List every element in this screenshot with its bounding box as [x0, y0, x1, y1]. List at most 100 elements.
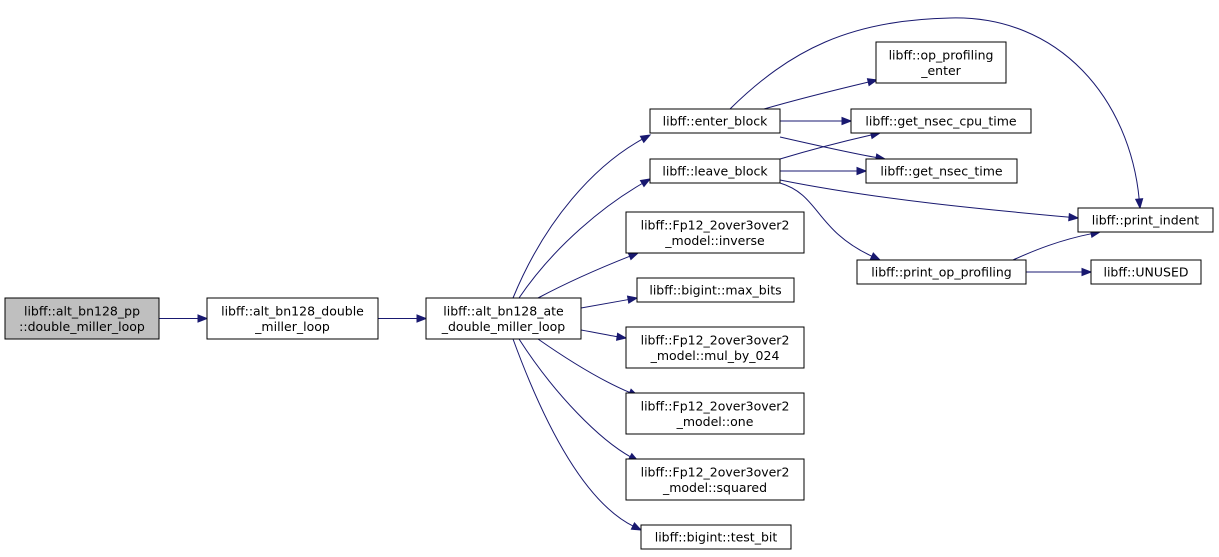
node-maxbits-box: [636, 277, 795, 303]
node-testbit-label-0: libff::bigint::test_bit: [655, 530, 778, 545]
edge-printop-to-indent: [1012, 229, 1102, 261]
node-squared-label-1: _model::squared: [662, 480, 767, 495]
node-leave-box: [649, 158, 781, 184]
node-nsec[interactable]: libff::get_nsec_time: [865, 158, 1018, 184]
edge-enter-to-nsec-line: [779, 136, 878, 159]
node-mul024-label-1: _model::mul_by_024: [650, 348, 780, 363]
edge-ate-to-inverse: [537, 252, 640, 299]
node-squared-box: [625, 458, 805, 501]
node-dml[interactable]: libff::alt_bn128_double_miller_loop: [206, 297, 379, 340]
edge-enter-to-opprof: [763, 78, 879, 110]
node-root[interactable]: libff::alt_bn128_pp::double_miller_loop: [4, 297, 160, 340]
node-printop-label-0: libff::print_op_profiling: [871, 265, 1012, 280]
node-inverse-label-0: libff::Fp12_2over3over2: [641, 217, 790, 232]
node-opprof[interactable]: libff::op_profiling_enter: [875, 41, 1007, 84]
edge-dml-to-ate-arrowhead: [416, 314, 428, 323]
node-root-label-0: libff::alt_bn128_pp: [24, 303, 140, 318]
node-inverse-box: [625, 211, 805, 254]
edge-enter-to-opprof-line: [763, 81, 870, 110]
node-unused-box: [1090, 259, 1202, 285]
edge-ate-to-inverse-arrowhead: [627, 252, 640, 261]
node-leave[interactable]: libff::leave_block: [649, 158, 781, 184]
edge-ate-to-maxbits: [580, 295, 639, 309]
node-mul024-box: [625, 326, 805, 369]
edge-leave-to-printop-line: [779, 182, 873, 258]
edge-printop-to-unused: [1026, 267, 1093, 277]
edge-dml-to-ate: [378, 314, 428, 323]
edge-enter-to-indent-arrowhead: [1134, 198, 1144, 210]
node-maxbits[interactable]: libff::bigint::max_bits: [636, 277, 795, 303]
edge-ate-to-squared-line: [518, 338, 632, 458]
edge-ate-to-testbit-arrowhead: [630, 522, 643, 531]
node-ate-label-1: _double_miller_loop: [441, 319, 566, 334]
edge-printop-to-indent-line: [1012, 233, 1093, 261]
node-inverse[interactable]: libff::Fp12_2over3over2_model::inverse: [625, 211, 805, 254]
edge-enter-to-nsec: [779, 136, 887, 162]
edge-ate-to-mul024: [580, 329, 628, 341]
node-enter-label-0: libff::enter_block: [663, 114, 768, 129]
edge-enter-to-opprof-arrowhead: [866, 78, 879, 87]
edge-ate-to-enter-arrowhead: [639, 134, 652, 144]
edge-leave-to-cpu: [779, 130, 882, 160]
edge-ate-to-maxbits-arrowhead: [626, 295, 639, 304]
node-dml-box: [206, 297, 379, 340]
node-unused[interactable]: libff::UNUSED: [1090, 259, 1202, 285]
edge-ate-to-one: [537, 338, 640, 397]
edge-ate-to-testbit-line: [512, 338, 635, 527]
node-enter[interactable]: libff::enter_block: [649, 108, 781, 134]
node-one-box: [625, 392, 805, 435]
node-squared-label-0: libff::Fp12_2over3over2: [641, 464, 790, 479]
node-squared[interactable]: libff::Fp12_2over3over2_model::squared: [625, 458, 805, 501]
node-nsec-label-0: libff::get_nsec_time: [880, 164, 1002, 179]
edge-ate-to-mul024-arrowhead: [615, 332, 628, 341]
node-cpu-label-0: libff::get_nsec_cpu_time: [865, 114, 1016, 129]
edge-ate-to-leave: [518, 178, 652, 299]
node-opprof-label-1: _enter: [920, 63, 961, 78]
edge-root-to-dml: [159, 314, 209, 323]
edge-ate-to-leave-line: [518, 182, 644, 299]
edges-layer: [159, 17, 1144, 531]
edge-ate-to-maxbits-line: [580, 298, 630, 309]
node-root-label-1: ::double_miller_loop: [19, 319, 145, 334]
edge-leave-to-printop-arrowhead: [869, 252, 882, 261]
edge-leave-to-indent: [779, 179, 1080, 222]
node-printop-box: [856, 259, 1027, 285]
node-one-label-1: _model::one: [676, 414, 754, 429]
node-dml-label-1: _miller_loop: [254, 319, 330, 334]
edge-leave-to-nsec: [779, 166, 868, 176]
node-testbit-box: [640, 524, 792, 550]
edge-ate-to-enter: [512, 134, 652, 299]
node-testbit[interactable]: libff::bigint::test_bit: [640, 524, 792, 550]
node-root-box: [4, 297, 160, 340]
edge-ate-to-leave-arrowhead: [639, 178, 652, 188]
edge-leave-to-nsec-arrowhead: [856, 166, 868, 176]
node-cpu[interactable]: libff::get_nsec_cpu_time: [850, 108, 1032, 134]
node-mul024-label-0: libff::Fp12_2over3over2: [641, 332, 790, 347]
edge-ate-to-mul024-line: [580, 329, 619, 338]
node-cpu-box: [850, 108, 1032, 134]
node-unused-label-0: libff::UNUSED: [1103, 265, 1188, 280]
node-maxbits-label-0: libff::bigint::max_bits: [649, 283, 781, 298]
node-enter-box: [649, 108, 781, 134]
edge-enter-to-cpu-arrowhead: [841, 116, 853, 126]
edge-ate-to-squared: [518, 338, 640, 462]
node-leave-label-0: libff::leave_block: [662, 164, 768, 179]
node-one[interactable]: libff::Fp12_2over3over2_model::one: [625, 392, 805, 435]
edge-printop-to-unused-arrowhead: [1081, 267, 1093, 277]
node-dml-label-0: libff::alt_bn128_double: [221, 303, 364, 318]
edge-ate-to-enter-line: [512, 138, 644, 299]
node-mul024[interactable]: libff::Fp12_2over3over2_model::mul_by_02…: [625, 326, 805, 369]
node-opprof-box: [875, 41, 1007, 84]
edge-leave-to-indent-line: [779, 179, 1071, 218]
edge-enter-to-cpu: [779, 116, 853, 126]
edge-ate-to-one-line: [537, 338, 631, 394]
node-ate-label-0: libff::alt_bn128_ate: [443, 303, 564, 318]
node-printop[interactable]: libff::print_op_profiling: [856, 259, 1027, 285]
node-ate-box: [425, 297, 582, 340]
edge-leave-to-cpu-line: [779, 134, 873, 160]
edge-enter-to-indent-line: [729, 17, 1140, 201]
node-ate[interactable]: libff::alt_bn128_ate_double_miller_loop: [425, 297, 582, 340]
node-indent[interactable]: libff::print_indent: [1077, 207, 1214, 233]
node-one-label-0: libff::Fp12_2over3over2: [641, 398, 790, 413]
